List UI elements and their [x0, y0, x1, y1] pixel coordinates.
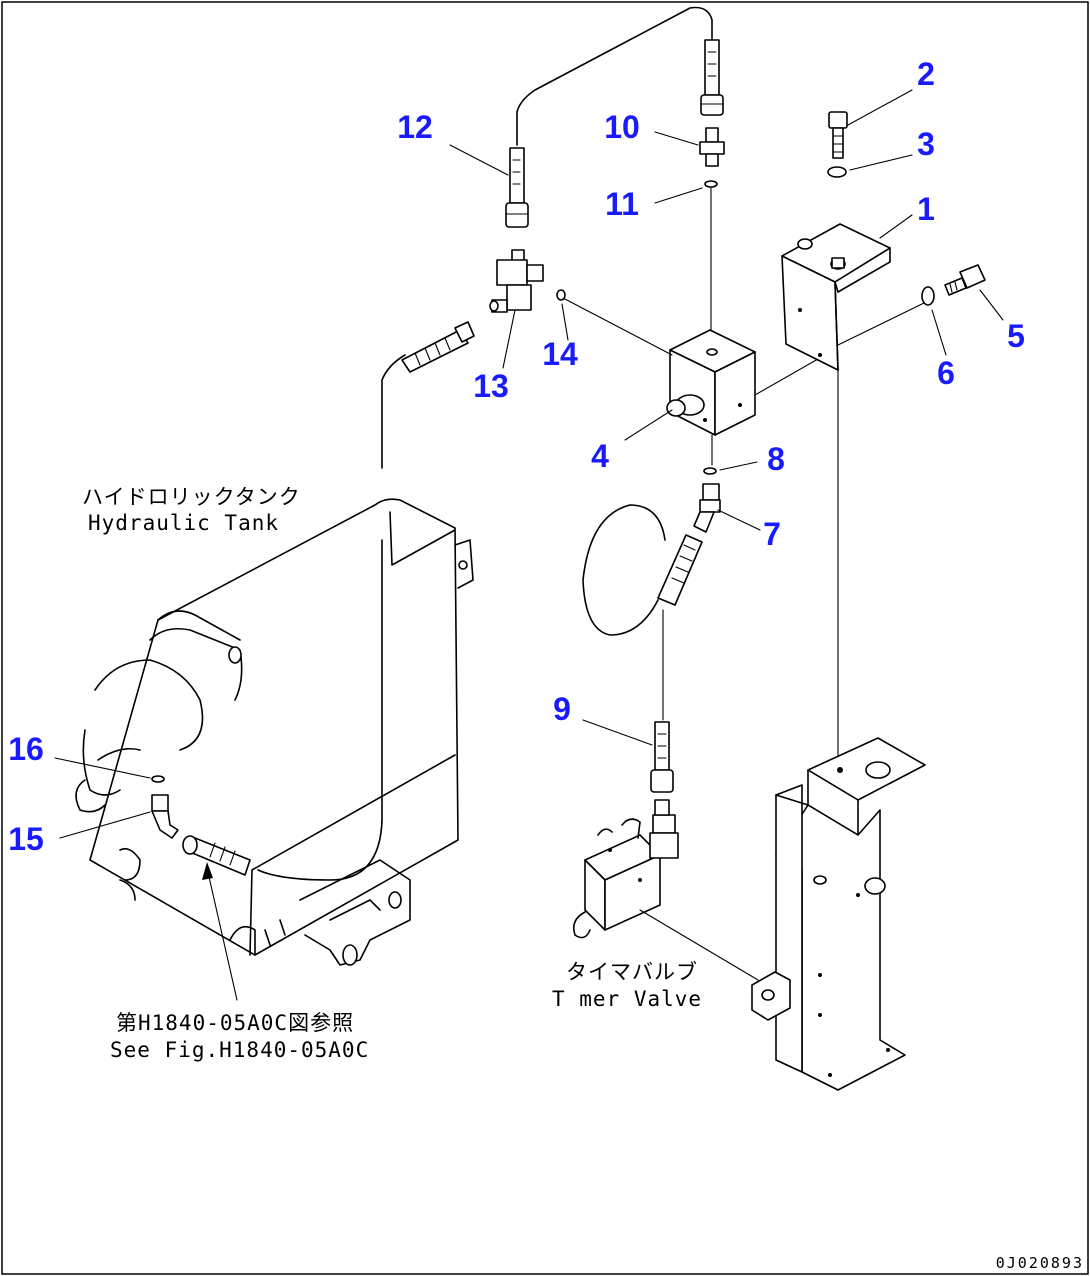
drawing-code: 0J020893 [996, 1254, 1084, 1272]
o-ring-14 [556, 289, 566, 301]
o-ring-11 [704, 180, 718, 188]
bolt-2 [828, 111, 848, 159]
callout-11: 11 [605, 186, 639, 222]
valve-label-en: T mer Valve [552, 987, 702, 1011]
tank-label-en: Hydraulic Tank [88, 511, 279, 535]
callout-12: 12 [397, 109, 433, 145]
callout-10: 10 [604, 109, 640, 145]
valve-label-jp: タイマバルブ [566, 960, 698, 984]
callout-1: 1 [917, 191, 935, 227]
callout-8: 8 [767, 441, 785, 477]
tank-label-jp: ハイドロリックタンク [82, 485, 301, 509]
reference-label-jp: 第H1840-05A0C図参照 [116, 1011, 354, 1035]
o-ring-16 [151, 775, 165, 783]
washer-3 [827, 166, 847, 178]
main-bracket [751, 737, 926, 1091]
reference-label-en: See Fig.H1840-05A0C [110, 1038, 369, 1062]
callout-7: 7 [763, 516, 781, 552]
washer-6 [921, 286, 935, 306]
bracket-1 [781, 223, 891, 371]
reference-arrow [202, 862, 238, 1001]
callout-15: 15 [8, 821, 44, 857]
valve-block-4 [666, 329, 756, 436]
timer-valve [572, 799, 679, 939]
callout-2: 2 [917, 56, 935, 92]
callout-4: 4 [591, 438, 609, 474]
elbow-7 [693, 483, 721, 533]
leader-line [754, 354, 826, 396]
o-ring-8 [703, 467, 717, 475]
callout-13: 13 [473, 368, 509, 404]
hose-assembly [582, 504, 703, 793]
tee-fitting-13 [489, 249, 544, 313]
callout-3: 3 [917, 126, 935, 162]
leader-line [837, 302, 925, 346]
leader-line [639, 909, 759, 981]
bolt-5 [944, 264, 986, 296]
hydraulic-tank [75, 498, 474, 966]
callout-6: 6 [937, 355, 955, 391]
callout-5: 5 [1007, 318, 1025, 354]
callout-16: 16 [8, 731, 44, 767]
callout-leaders [54, 89, 1004, 839]
elbow-15 [151, 794, 179, 839]
callout-9: 9 [553, 691, 571, 727]
adapter-10 [699, 127, 725, 167]
callout-14: 14 [542, 336, 578, 372]
return-hose [182, 321, 475, 881]
leader-line [562, 297, 673, 356]
upper-hose-assembly [505, 6, 724, 228]
